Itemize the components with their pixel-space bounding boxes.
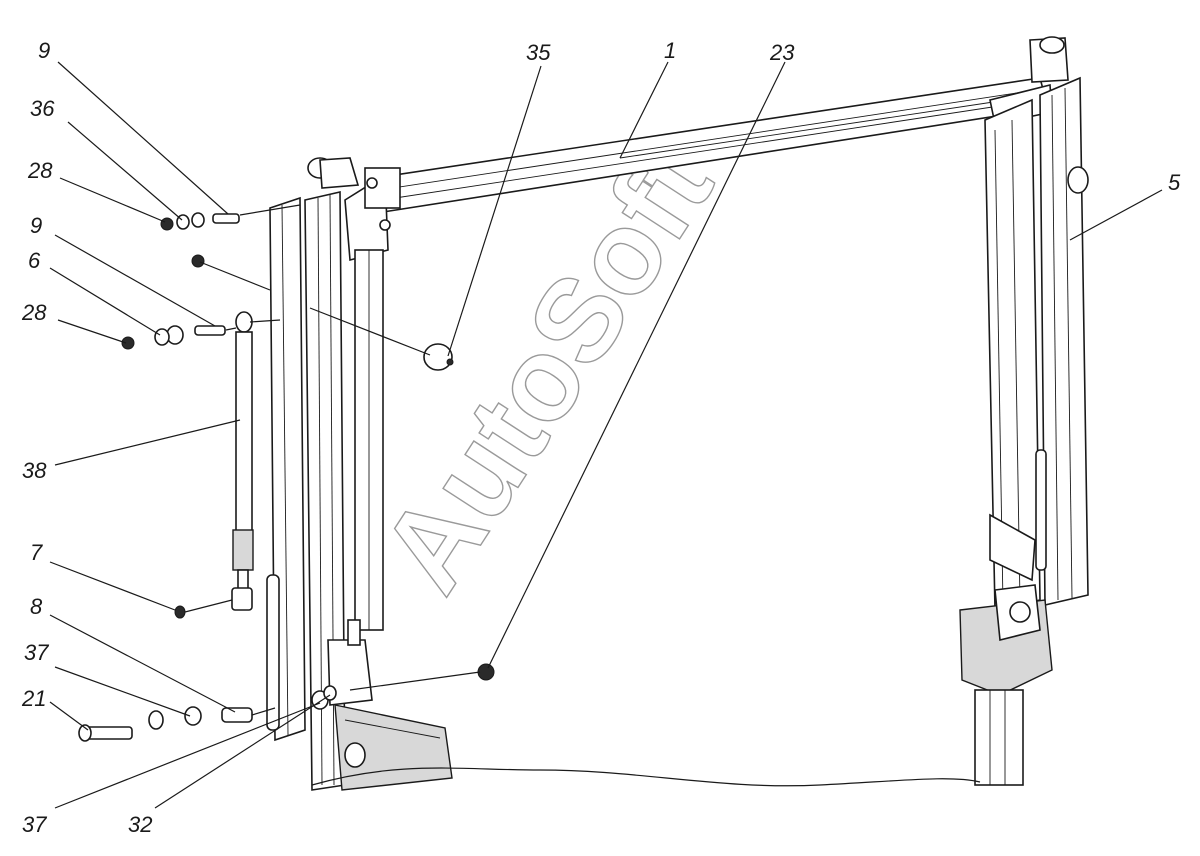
callout-32: 32 <box>128 812 152 837</box>
callout-21: 21 <box>21 686 46 711</box>
callout-9-mid: 9 <box>30 213 42 238</box>
callout-37-upper: 37 <box>24 640 49 665</box>
break-line <box>311 767 981 787</box>
callout-6: 6 <box>28 248 41 273</box>
callout-37-lower: 37 <box>22 812 47 837</box>
callout-7: 7 <box>30 540 43 565</box>
callout-labels: 9 36 28 9 6 28 38 7 8 37 21 37 32 35 1 2… <box>21 38 1181 837</box>
gas-strut <box>231 311 254 611</box>
callout-35: 35 <box>526 40 551 65</box>
callout-1: 1 <box>664 38 676 63</box>
callout-36: 36 <box>30 96 55 121</box>
right-post <box>959 36 1089 786</box>
callout-28-mid: 28 <box>21 300 47 325</box>
callout-38: 38 <box>22 458 47 483</box>
leader-lines <box>49 61 1163 809</box>
left-post-inner <box>304 157 453 791</box>
callout-23: 23 <box>769 40 795 65</box>
left-post-outer <box>266 196 306 742</box>
callout-8: 8 <box>30 594 43 619</box>
callout-9-top: 9 <box>38 38 50 63</box>
callout-5: 5 <box>1168 170 1181 195</box>
callout-28-top: 28 <box>27 158 53 183</box>
